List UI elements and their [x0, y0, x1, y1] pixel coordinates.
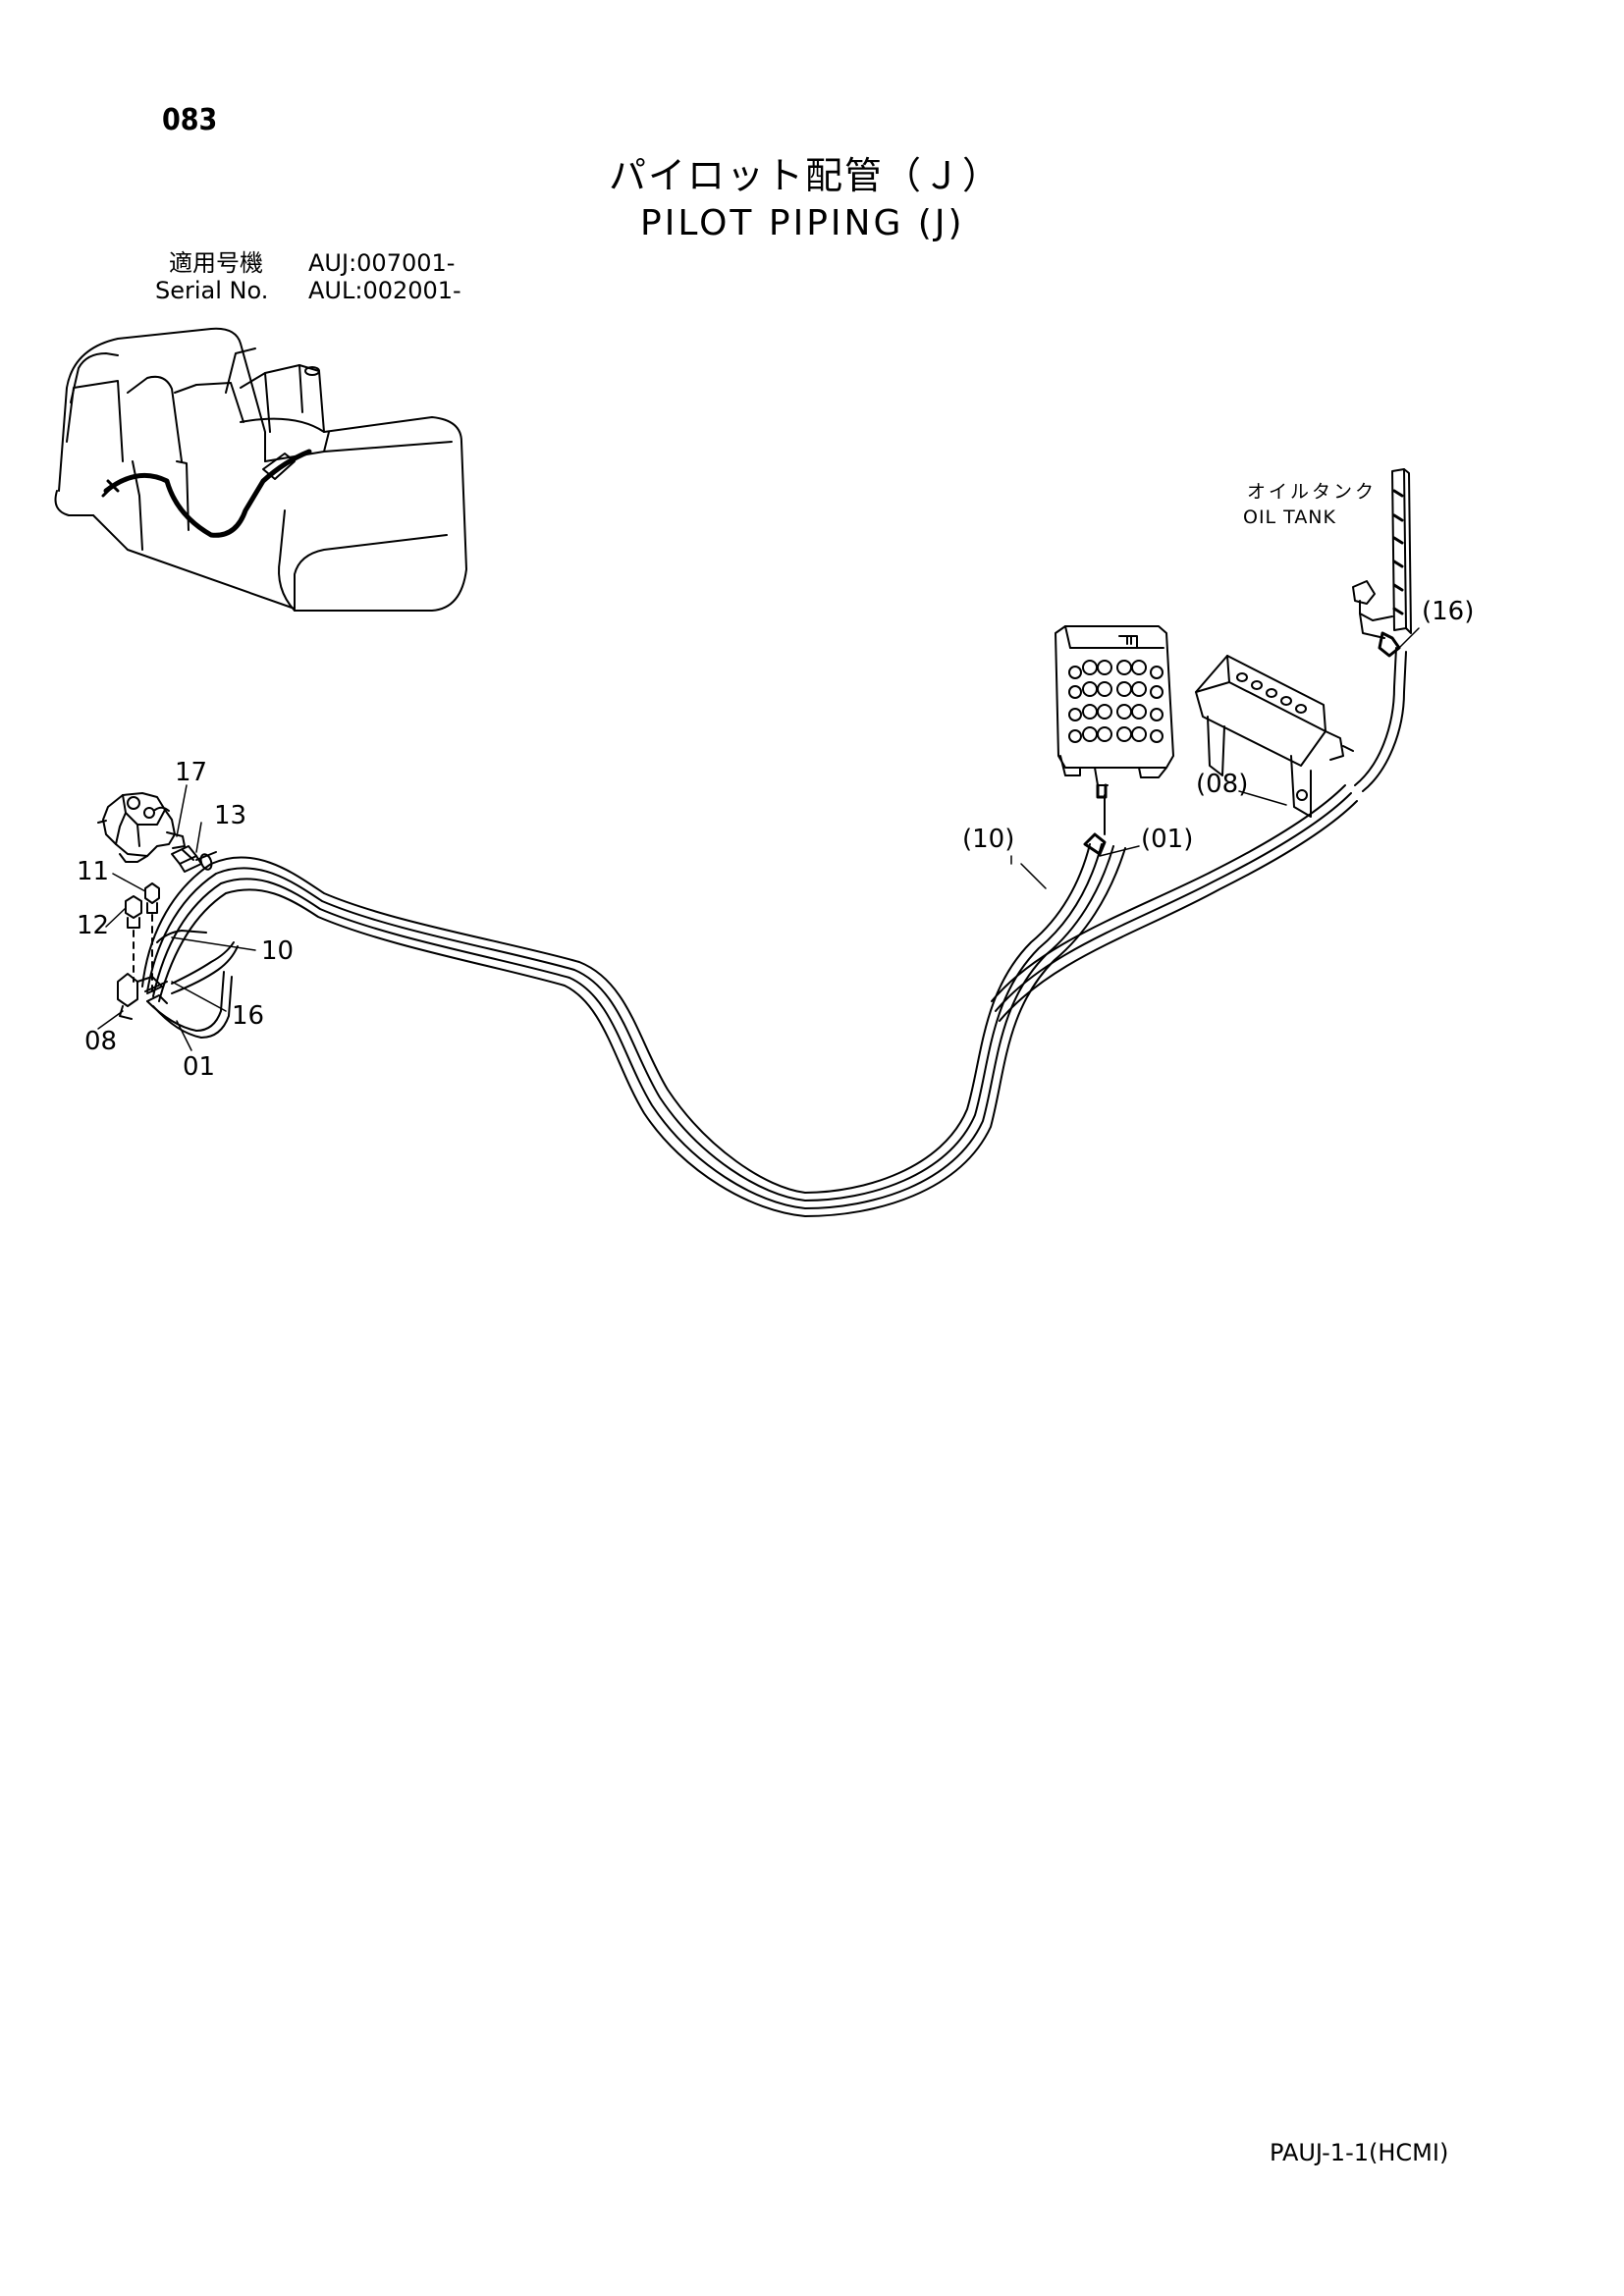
manifold-block — [1196, 656, 1353, 817]
callout-01-remote: (01) — [1141, 825, 1194, 854]
control-valve — [1056, 626, 1173, 854]
callout-16-remote: (16) — [1422, 597, 1475, 626]
fitting-13-17 — [172, 846, 216, 872]
page-number: 083 — [162, 103, 218, 137]
serial-value-english: AUL:002001- — [308, 277, 461, 304]
callout-11: 11 — [77, 857, 110, 886]
serial-label-english: Serial No. — [155, 277, 269, 304]
callout-08-remote: (08) — [1196, 770, 1249, 799]
leader-lines — [98, 628, 1419, 1050]
callout-16: 16 — [232, 1001, 265, 1031]
pilot-hose-bundle — [142, 648, 1406, 1216]
callout-10: 10 — [261, 936, 295, 966]
fittings-left-stack — [118, 883, 167, 1019]
serial-label-japanese: 適用号機 — [169, 249, 263, 277]
oil-tank — [1353, 469, 1411, 656]
title-japanese: パイロット配管（Ｊ） — [609, 154, 1002, 197]
title-english: PILOT PIPING (J) — [640, 203, 965, 243]
pilot-valve-hose-ends — [147, 931, 238, 1038]
excavator-overview-illustration — [56, 329, 467, 611]
callout-10-remote: (10) — [962, 825, 1015, 854]
callout-13: 13 — [214, 801, 247, 830]
control-valve-ports — [1069, 661, 1163, 742]
serial-value-japanese: AUJ:007001- — [308, 249, 456, 277]
oil-tank-label-english: OIL TANK — [1243, 507, 1336, 528]
callout-12: 12 — [77, 911, 110, 940]
footer-page-code: PAUJ-1-1(HCMI) — [1270, 2139, 1449, 2166]
callout-01: 01 — [183, 1052, 216, 1082]
oil-tank-label-japanese: オイルタンク — [1247, 481, 1378, 503]
callout-08: 08 — [84, 1027, 118, 1056]
callout-17: 17 — [175, 758, 208, 787]
pilot-valve — [98, 793, 185, 862]
